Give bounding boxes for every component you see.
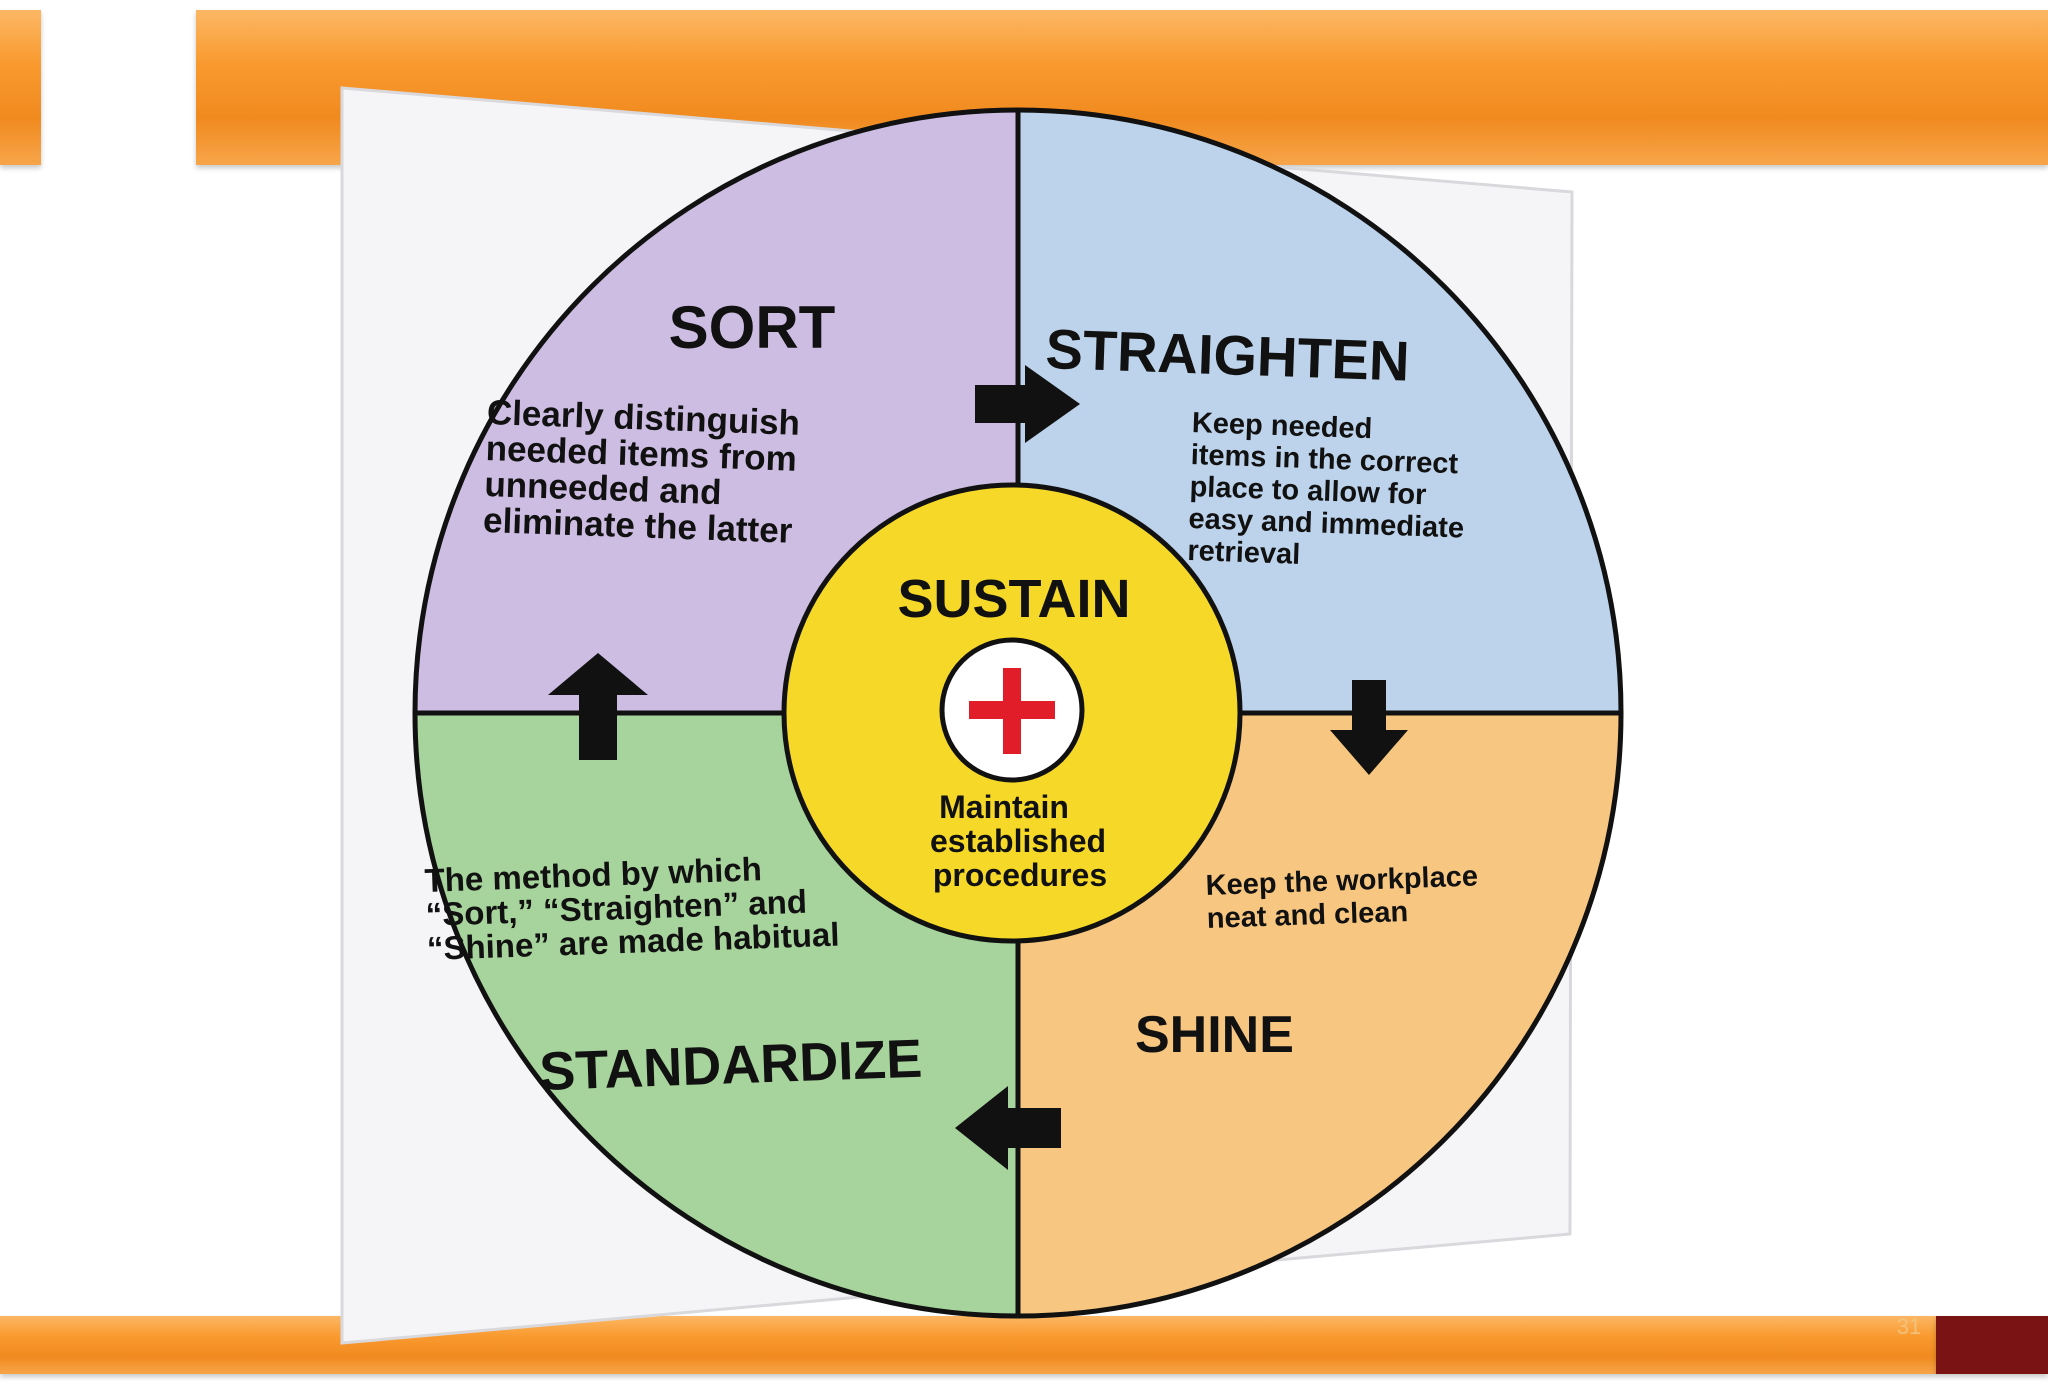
sustain-title: SUSTAIN <box>897 569 1130 629</box>
footer-bar <box>0 1316 1936 1374</box>
standardize-title: STANDARDIZE <box>538 1029 923 1102</box>
sort-title: SORT <box>669 294 836 361</box>
footer-accent <box>1936 1316 2048 1374</box>
sustain-description-line: established <box>930 823 1106 859</box>
header-left-tab <box>0 10 41 165</box>
arrow-left-icon <box>955 1086 1061 1170</box>
red-cross-icon <box>939 637 1085 783</box>
straighten-title: STRAIGHTEN <box>1045 317 1411 393</box>
straighten-description-line: retrieval <box>1187 535 1301 571</box>
shine-title: SHINE <box>1135 1006 1294 1064</box>
arrow-right-icon <box>975 365 1080 443</box>
arrow-down-icon <box>1330 680 1408 775</box>
shine-description-line: neat and clean <box>1206 896 1408 935</box>
straighten-description-line: Keep needed <box>1191 407 1373 445</box>
sustain-description-line: Maintain <box>939 789 1069 825</box>
slide-number: 31 <box>1896 1314 1922 1339</box>
arrow-up-icon <box>548 653 648 760</box>
sustain-description-line: procedures <box>933 857 1107 893</box>
sort-description-line: unneeded and <box>484 465 722 512</box>
